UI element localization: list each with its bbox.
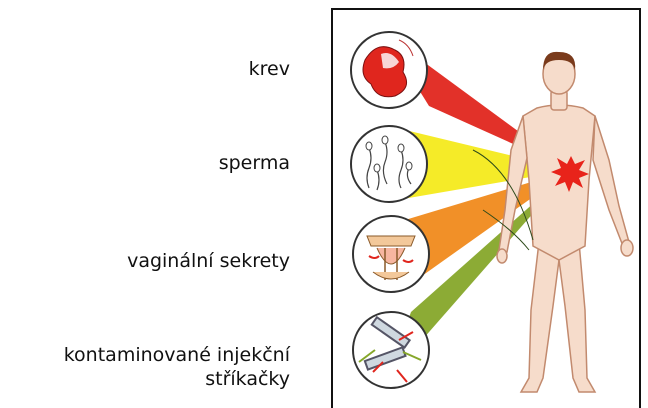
vaginal-circle-icon	[353, 216, 429, 292]
label-contaminated-syringes: kontaminované injekční stříkačky	[64, 343, 290, 391]
sperm-circle-icon	[351, 126, 427, 202]
label-sperm: sperma	[219, 151, 290, 175]
transmission-labels: krev sperma vaginální sekrety kontaminov…	[0, 0, 300, 408]
label-blood: krev	[249, 57, 290, 81]
label-vaginal-secretions: vaginální sekrety	[127, 249, 290, 273]
illustration-panel	[331, 8, 641, 408]
label-syringes-line1: kontaminované injekční	[64, 343, 290, 367]
label-syringes-line2: stříkačky	[64, 367, 290, 391]
blood-circle-icon	[351, 32, 427, 108]
syringe-circle-icon	[353, 312, 429, 388]
transmission-illustration	[333, 10, 641, 408]
